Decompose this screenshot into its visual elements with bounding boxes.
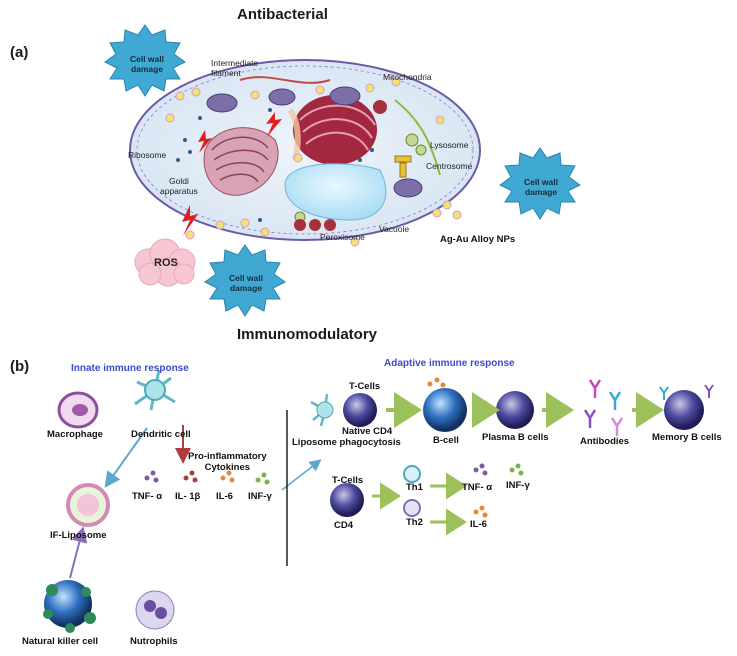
cytokine-il1b-label: IL- 1β (175, 491, 201, 502)
lightning-icon (266, 112, 282, 137)
th-flow-arrows (372, 472, 467, 536)
th1-infg-label: INF-γ (506, 480, 530, 491)
ros-cloud (134, 238, 196, 287)
mitochondria-label: Mitochondria (383, 72, 432, 82)
immunomodulatory-title: Immunomodulatory (237, 326, 378, 343)
natural-killer-cell (43, 580, 96, 633)
centrosome-label: Centrosome (426, 161, 473, 171)
cytokine-il6-label: IL-6 (216, 491, 233, 502)
centrosome-shape (394, 155, 412, 178)
plasma-b-cell (496, 391, 534, 429)
th2-cell (403, 499, 421, 517)
arrow-to-adaptive (281, 459, 322, 491)
vacuole-label: Vacuole (379, 224, 410, 234)
intermediate-filament-shape (239, 76, 331, 84)
th1-cell (403, 465, 421, 483)
arrow-dendritic-to-liposome (104, 427, 148, 488)
nanoparticle-markers (165, 77, 462, 247)
adaptive-response-title: Adaptive immune response (384, 358, 515, 369)
if-liposome-cell (66, 483, 110, 527)
memory-b-cells-label: Memory B cells (652, 432, 722, 443)
liposome-phagocytosis-label: Liposome phagocytosis (292, 437, 401, 448)
endoplasmic-reticulum-shape (287, 95, 377, 165)
peroxisome-label: Peroxisome (320, 232, 365, 242)
dendritic-cell-label: Dendritic cell (131, 429, 191, 440)
tcells-mid-label: T-Cells (332, 475, 364, 486)
panel-b-label: (b) (10, 358, 30, 375)
microtubule-shape (394, 99, 441, 176)
panel-a-label: (a) (10, 44, 29, 61)
tcells-top-label: T-Cells (349, 381, 381, 392)
macrophage-cell (57, 391, 99, 429)
antibodies-icons (583, 379, 624, 436)
b-cell-label: B-cell (433, 435, 459, 446)
if-liposome-label: IF-Liposome (50, 530, 107, 541)
ribosome-dots (176, 108, 374, 222)
ros-lightning-icon (182, 205, 198, 236)
cytokine-dots (144, 470, 270, 485)
native-cd4-cell (310, 393, 377, 427)
macrophage-label: Macrophage (47, 429, 103, 440)
antibacterial-title: Antibacterial (237, 6, 328, 23)
ag-au-nps-label: Ag-Au Alloy NPs (440, 234, 516, 245)
b-cell (423, 377, 467, 432)
lysosome-label: Lysosome (430, 140, 469, 150)
memory-b-cell (659, 384, 714, 430)
cd4-label: CD4 (334, 520, 354, 531)
innate-response-title: Innate immune response (71, 363, 189, 374)
plasma-b-cells-label: Plasma B cells (482, 432, 549, 443)
nutrophils-label: Nutrophils (130, 636, 178, 647)
golgi-apparatus-shape (203, 127, 279, 196)
th-cytokine-dots (473, 463, 524, 518)
th2-label: Th2 (406, 517, 423, 528)
cytokine-infg-label: INF-γ (248, 491, 272, 502)
native-cd4-label: Native CD4 (342, 426, 393, 437)
cytokine-tnf-label: TNF- α (132, 491, 163, 502)
dendritic-cell (134, 369, 176, 411)
lysosome-shapes (294, 100, 427, 231)
th2-il6-label: IL-6 (470, 519, 487, 530)
arrow-nk-to-liposome (69, 526, 88, 579)
ros-label: ROS (154, 257, 178, 269)
cd4-cell (330, 483, 364, 517)
antibodies-label: Antibodies (580, 436, 630, 447)
nk-cell-label: Natural killer cell (22, 636, 99, 647)
nutrophil-cell (135, 590, 175, 630)
ribosome-label: Ribosome (128, 150, 167, 160)
th1-tnf-label: TNF- α (462, 482, 493, 493)
lightning-icon (198, 130, 212, 153)
mitochondria-shapes (206, 86, 423, 198)
cell-wall-starbursts (104, 24, 581, 317)
th1-label: Th1 (406, 482, 423, 493)
vacuole-shape (284, 163, 387, 221)
